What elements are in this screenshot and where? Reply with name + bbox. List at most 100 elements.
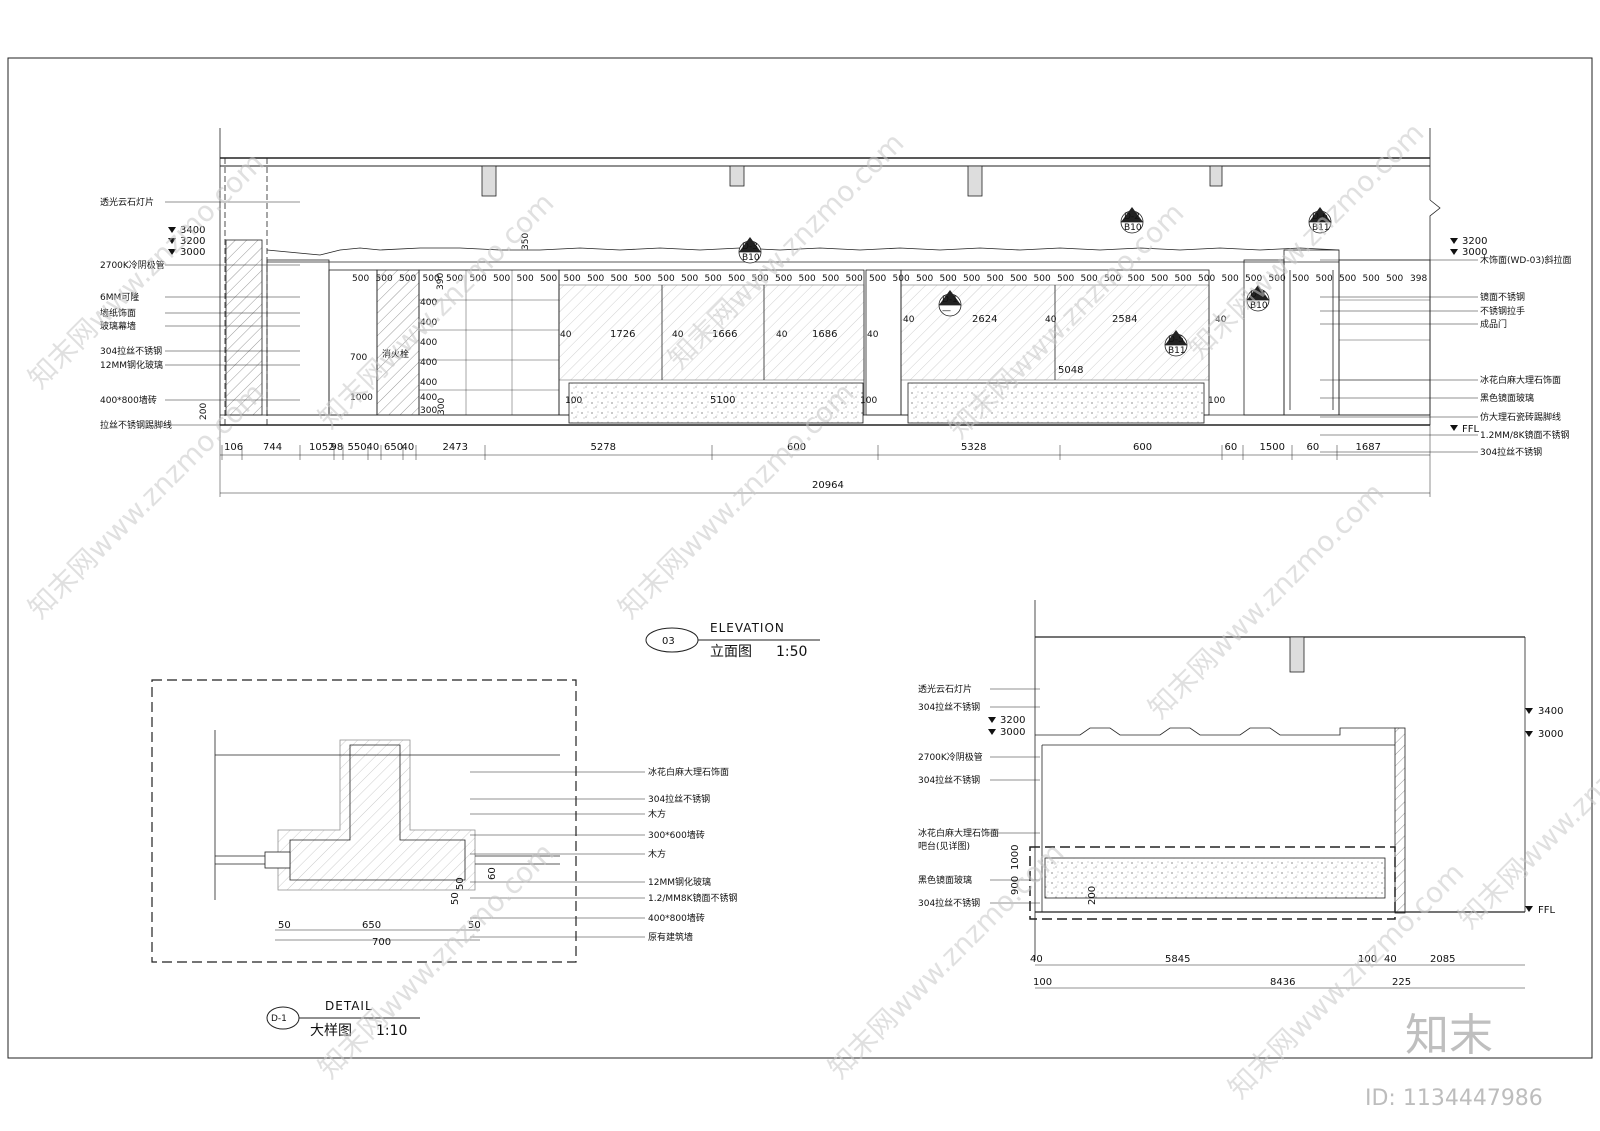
bottom-dimension-value: 600 bbox=[787, 442, 806, 453]
section-marker-bottom: B10 bbox=[1124, 223, 1142, 233]
detail-label: 木方 bbox=[648, 848, 666, 860]
detail-scale: 1:10 bbox=[376, 1023, 407, 1039]
panel-dimension-value: 500 bbox=[587, 274, 604, 284]
panel-dimension-value: 500 bbox=[1222, 274, 1239, 284]
section-marker-arrow-icon bbox=[1165, 330, 1187, 345]
vertical-dimension-value: 700 bbox=[350, 353, 367, 363]
panel-dimension-value: 500 bbox=[775, 274, 792, 284]
panel-dimension-value: 500 bbox=[940, 274, 957, 284]
panel-dimension-value: 500 bbox=[540, 274, 557, 284]
watermark-text: 知末网www.znzmo.com bbox=[1452, 686, 1600, 935]
panel-dimension-value: 500 bbox=[963, 274, 980, 284]
bottom-dimension-value: 1687 bbox=[1356, 442, 1381, 453]
inner-dim-40: 40 bbox=[672, 330, 684, 340]
detail-label: 300*600墙砖 bbox=[648, 829, 705, 841]
section-dimension-top: 5845 bbox=[1165, 954, 1190, 965]
elevation-right-label: 成品门 bbox=[1480, 318, 1507, 330]
elevation-right-label: 仿大理石瓷砖踢脚线 bbox=[1480, 411, 1561, 423]
inner-dimension-value: 1666 bbox=[712, 329, 737, 340]
elevation-left-label: 拉丝不锈钢踢脚线 bbox=[100, 419, 172, 431]
elevation-left-label: 墙纸饰面 bbox=[100, 307, 136, 319]
panel-dimension-value: 500 bbox=[1316, 274, 1333, 284]
vertical-dimension-value: 300 bbox=[437, 398, 447, 415]
inner-dim-100: 100 bbox=[1208, 396, 1225, 406]
inner-dimension-value: 5048 bbox=[1058, 365, 1083, 376]
bottom-dimension-value: 5328 bbox=[961, 442, 986, 453]
panel-dimension-value: 500 bbox=[1292, 274, 1309, 284]
watermark-text: 知末网www.znzmo.com bbox=[1142, 476, 1391, 725]
panel-dimension-value: 500 bbox=[1245, 274, 1262, 284]
section-level-value: 3200 bbox=[1000, 715, 1025, 726]
detail-title-cn: 大样图 bbox=[310, 1023, 352, 1039]
panel-dimension-value: 500 bbox=[1269, 274, 1286, 284]
elevation-left-label: 玻璃幕墙 bbox=[100, 320, 136, 332]
elevation-left-label: 400*800墙砖 bbox=[100, 394, 157, 406]
panel-dimension-value: 500 bbox=[564, 274, 581, 284]
inner-dim-100: 100 bbox=[565, 396, 582, 406]
detail-dimension-value: 650 bbox=[362, 920, 381, 931]
panel-dimension-value: 500 bbox=[634, 274, 651, 284]
inner-dimension-value: 5100 bbox=[710, 395, 735, 406]
section-marker-arrow-icon bbox=[1247, 285, 1269, 300]
elevation-right-label: 304拉丝不锈钢 bbox=[1480, 446, 1542, 458]
level-triangle-icon bbox=[1525, 708, 1533, 714]
section-marker-arrow-icon bbox=[1121, 207, 1143, 222]
panel-dimension-value: 500 bbox=[869, 274, 886, 284]
detail-label: 冰花白麻大理石饰面 bbox=[648, 766, 729, 778]
detail-dimension-value: 700 bbox=[372, 937, 391, 948]
panel-dimension-value: 500 bbox=[1198, 274, 1215, 284]
panel-dimension-value: 500 bbox=[423, 274, 440, 284]
elevation-panel-dimensions: 500 500 500 500 500 500 500 500 500 500 500 500 500 5… bbox=[352, 274, 1427, 284]
bottom-dimension-value: 1500 bbox=[1260, 442, 1285, 453]
section-marker-top: D-5 bbox=[1168, 335, 1184, 345]
section-label: 黑色镜面玻璃 bbox=[918, 874, 972, 886]
level-value: 3000 bbox=[180, 247, 205, 258]
elevation-left-label: 2700K冷阴极管 bbox=[100, 259, 165, 271]
panel-dimension-last: 398 bbox=[1410, 274, 1427, 284]
elevation-scale: 1:50 bbox=[776, 644, 807, 660]
section-vertical-dimension: 200 bbox=[1087, 886, 1098, 905]
section-marker-top: D-3 bbox=[742, 242, 758, 252]
section-label: 304拉丝不锈钢 bbox=[918, 774, 980, 786]
panel-dimension-value: 500 bbox=[987, 274, 1004, 284]
level-value: 3000 bbox=[1462, 247, 1487, 258]
level-triangle-icon bbox=[168, 249, 176, 255]
vertical-dimension-value: 400 bbox=[420, 378, 437, 388]
elevation-total-dimension: 20964 bbox=[812, 480, 844, 491]
panel-dimension-value: 500 bbox=[1104, 274, 1121, 284]
section-label: 透光云石灯片 bbox=[918, 683, 972, 695]
section-vertical-dimension: 1000 bbox=[1010, 845, 1021, 870]
detail-label: 原有建筑墙 bbox=[648, 931, 693, 943]
section-marker-top: D-2 bbox=[1124, 212, 1140, 222]
inner-dimension-value: 1686 bbox=[812, 329, 837, 340]
bottom-dimension-value: 2473 bbox=[443, 442, 468, 453]
elevation-right-label: 镜面不锈钢 bbox=[1480, 291, 1525, 303]
bottom-dimension-value: 40 bbox=[367, 442, 380, 453]
section-marker-bottom: B10 bbox=[742, 253, 760, 263]
ffl-triangle-icon bbox=[1450, 425, 1458, 431]
detail-label: 12MM钢化玻璃 bbox=[648, 876, 711, 888]
panel-dimension-value: 500 bbox=[352, 274, 369, 284]
level-triangle-icon bbox=[168, 227, 176, 233]
section-label: 吧台(见详图) bbox=[918, 840, 970, 852]
inner-dim-40: 40 bbox=[1045, 315, 1057, 325]
section-dimension-bottom: 225 bbox=[1392, 977, 1411, 988]
detail-dimension-value: 60 bbox=[487, 867, 498, 880]
panel-dimension-value: 500 bbox=[1339, 274, 1356, 284]
level-value: 3200 bbox=[180, 236, 205, 247]
panel-dimension-value: 500 bbox=[493, 274, 510, 284]
elevation-right-label: 冰花白麻大理石饰面 bbox=[1480, 374, 1561, 386]
detail-title-en: DETAIL bbox=[325, 999, 373, 1013]
panel-dimension-value: 500 bbox=[517, 274, 534, 284]
fire-hydrant-label: 消火栓 bbox=[382, 348, 409, 360]
level-triangle-icon bbox=[1450, 238, 1458, 244]
panel-dimension-value: 500 bbox=[728, 274, 745, 284]
inner-dimension-value: 2624 bbox=[972, 314, 997, 325]
detail-dimension-value: 50 bbox=[278, 920, 291, 931]
section-marker-top: D-4 bbox=[1250, 290, 1266, 300]
